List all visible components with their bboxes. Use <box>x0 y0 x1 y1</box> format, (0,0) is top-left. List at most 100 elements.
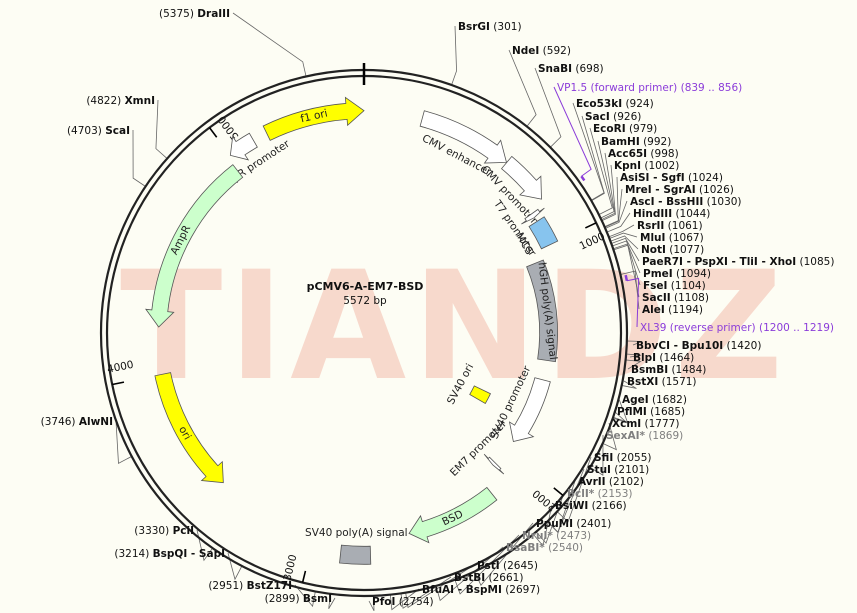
restriction-site-labels: (5375) DraIII BsrGI (301) NdeI (592) SnaBI … <box>41 8 835 608</box>
site-leader <box>626 353 642 358</box>
site-snabi: SnaBI (698) <box>538 63 604 75</box>
site-leader <box>613 243 641 286</box>
feature-ori: ori <box>154 372 224 484</box>
site-leader <box>328 593 336 609</box>
site-noti: NotI (1077) <box>641 244 704 256</box>
feature-shape <box>469 385 492 405</box>
site-kpni: KpnI (1002) <box>614 160 679 172</box>
site-leader <box>400 576 452 609</box>
site-leader <box>612 240 641 274</box>
site-pfoi: PfoI (2754) <box>372 596 434 608</box>
site-leader <box>621 380 637 389</box>
site-ndei: NdeI (592) <box>512 45 571 57</box>
plasmid-length: 5572 bp <box>343 295 387 307</box>
site-leader <box>232 12 307 77</box>
site-bsrgi: BsrGI (301) <box>458 21 522 33</box>
site-psti: PstI (2645) <box>477 560 538 572</box>
site-stui: StuI (2101) <box>587 464 649 476</box>
site-leader <box>602 422 617 451</box>
feature-shape <box>483 453 505 475</box>
site-leader <box>227 552 243 581</box>
feature-shape <box>145 164 244 328</box>
feature-label: f1 ori <box>299 107 328 125</box>
site-acc65i: Acc65I (998) <box>608 148 679 160</box>
site-ecori: EcoRI (979) <box>593 123 657 135</box>
site-rsrii: RsrII (1061) <box>637 220 703 232</box>
site-ppumi: PpuMI (2401) <box>536 518 611 530</box>
site-asisi-sgfi: AsiSI - SgfI (1024) <box>620 172 723 184</box>
primer-label: VP1.5 (forward primer) (839 .. 856) <box>557 82 742 94</box>
site-leader <box>534 67 562 148</box>
tick-mark <box>301 570 307 583</box>
site-pcii: (3330) PciI <box>134 525 194 537</box>
site-leader <box>589 434 604 476</box>
site-leader <box>613 398 629 423</box>
feature-shape <box>500 155 542 200</box>
feature-shape <box>154 372 224 484</box>
site-agei: AgeI (1682) <box>622 394 687 406</box>
site-leader <box>608 224 635 238</box>
feature-label: SV40 poly(A) signal <box>305 527 408 539</box>
site-bspqi-sapi: (3214) BspQI - SapI <box>114 548 225 560</box>
site-leader <box>601 164 616 222</box>
tick-label: 4000 <box>106 359 135 376</box>
site-leader <box>604 176 619 228</box>
site-leader <box>474 522 534 586</box>
site-leader <box>435 546 504 602</box>
primer-mark <box>580 175 586 182</box>
feature-shape <box>528 216 559 250</box>
site-leader <box>597 140 615 219</box>
site-leader <box>606 212 631 233</box>
site-leader <box>611 237 640 262</box>
site-fsei: FseI (1104) <box>643 280 706 292</box>
plasmid-backbone <box>99 63 629 598</box>
site-bstxi: BstXI (1571) <box>627 376 697 388</box>
site-bbvci-bpu10i: BbvCI - Bpu10I (1420) <box>636 340 761 352</box>
feature-sv40-poly-a-signal: SV40 poly(A) signal <box>305 527 408 565</box>
site-leader <box>368 595 375 612</box>
site-leader <box>610 235 639 250</box>
feature-shape <box>521 207 545 225</box>
site-leader <box>115 420 132 465</box>
site-avrii: AvrII (2102) <box>578 476 644 488</box>
site-draiii: (5375) DraIII <box>159 8 230 20</box>
site-leader <box>625 359 642 370</box>
site-xmni: (4822) XmnI <box>86 95 155 107</box>
site-leader <box>451 25 457 86</box>
site-asci-bsshii: AscI - BssHII (1030) <box>630 196 742 208</box>
site-bsiwi: BsiWI (2166) <box>555 500 627 512</box>
site-blpi: BlpI (1464) <box>633 352 694 364</box>
site-pflmi: PflMI (1685) <box>617 406 685 418</box>
site-bamhi: BamHI (992) <box>601 136 671 148</box>
primer-label: XL39 (reverse primer) (1200 .. 1219) <box>640 322 834 334</box>
site-leader <box>609 232 638 239</box>
feature-shape <box>339 544 372 565</box>
feature-shape <box>508 377 551 442</box>
site-saci: SacI (926) <box>585 111 641 123</box>
site-scai: (4703) ScaI <box>67 125 130 137</box>
tick-mark <box>208 127 218 138</box>
site-leader <box>626 340 643 346</box>
watermark: TIANDZ <box>120 240 789 414</box>
site-hindiii: HindIII (1044) <box>633 208 710 220</box>
site-eco53ki: Eco53kI (924) <box>576 98 654 110</box>
site-leader <box>508 49 537 127</box>
primer-0: VP1.5 (forward primer) (839 .. 856) <box>553 82 742 182</box>
feature-f1-ori: f1 ori <box>262 96 365 141</box>
tick-mark <box>584 222 597 229</box>
site-leader <box>589 127 613 215</box>
site-bstz17i: (2951) BstZ17I <box>208 580 292 592</box>
feature-shape <box>229 132 258 161</box>
primer-leader <box>626 277 640 328</box>
site-nrui-: NruI* (2473) <box>522 530 591 542</box>
primer-leader <box>553 86 592 177</box>
site-mlui: MluI (1067) <box>640 232 704 244</box>
site-leader <box>613 244 640 298</box>
site-bfuai-bspmi: BfuAI - BspMI (2697) <box>422 584 540 596</box>
primer-1: XL39 (reverse primer) (1200 .. 1219) <box>624 274 834 334</box>
site-paer7i-pspxi-tlii-xhoi: PaeR7I - PspXI - TliI - XhoI (1085) <box>642 256 834 268</box>
feature-shape <box>408 486 498 544</box>
feature-shape <box>526 259 558 363</box>
